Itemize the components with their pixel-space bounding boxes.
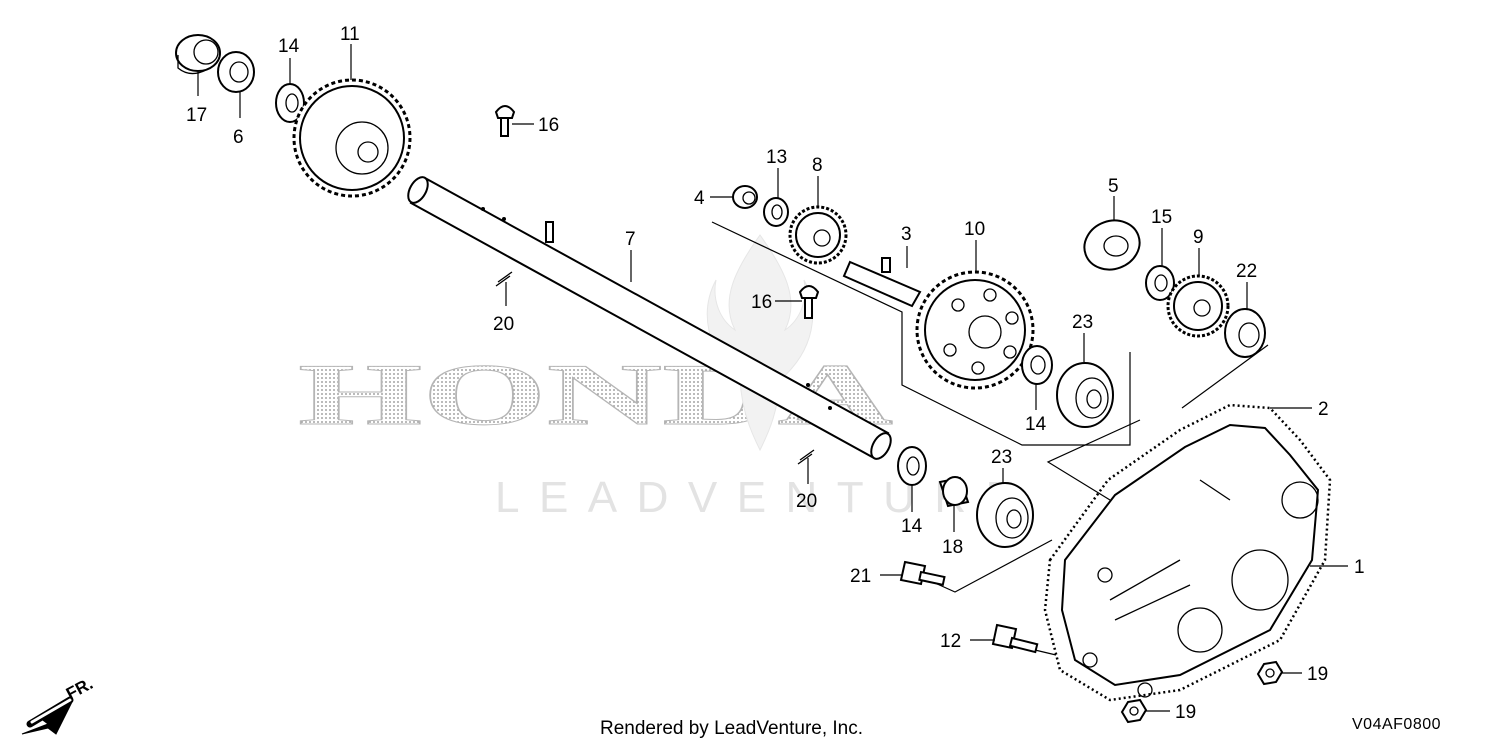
part-16-pin-top[interactable] [494,105,516,137]
part-10-gear[interactable] [915,270,1035,390]
callout-16: 16 [538,115,559,136]
part-21-bolt[interactable] [899,560,946,587]
part-5-seal[interactable] [1077,213,1146,277]
callout-22: 22 [1236,261,1257,282]
callout-17: 17 [186,105,207,126]
callout-1: 1 [1354,557,1365,578]
part-14-washer-middle[interactable] [1021,345,1053,385]
callout-6: 6 [233,127,244,148]
part-23-bearing-lower[interactable] [976,482,1034,548]
part-8-small-gear[interactable] [788,205,848,265]
callout-23: 23 [1072,312,1093,333]
part-12-stud[interactable] [991,623,1039,654]
callout-15: 15 [1151,207,1172,228]
assembly-leader-lines [934,344,1269,656]
callout-23: 23 [991,447,1012,468]
callout-leaders [197,44,1348,712]
callout-16: 16 [751,292,772,313]
callout-14: 14 [901,516,923,537]
part-11-gear[interactable] [292,78,412,198]
callout-19: 19 [1307,664,1328,685]
callout-19: 19 [1175,702,1196,723]
callout-2: 2 [1318,399,1329,420]
callout-18: 18 [942,537,963,558]
rendered-by-footer: Rendered by LeadVenture, Inc. [600,718,864,739]
watermark-sub: LEADVENTURE [495,473,1015,522]
part-22-bearing[interactable] [1224,308,1266,358]
part-19-nut-bottom[interactable] [1120,698,1148,724]
front-direction-arrow-icon: FR. [21,674,96,735]
callout-12: 12 [940,631,961,652]
part-20-clip-left[interactable] [495,271,513,287]
callout-21: 21 [850,566,871,587]
callout-7: 7 [625,229,636,250]
callout-4: 4 [694,188,705,209]
subassembly-bracket [711,221,1131,446]
part-4-nut[interactable] [732,185,758,209]
part-23-bearing-upper[interactable] [1056,362,1114,428]
callout-3: 3 [901,224,912,245]
watermark-flame-icon [706,234,814,452]
part-16-pin-middle[interactable] [798,285,820,319]
part-18-collar[interactable] [938,476,970,508]
callout-8: 8 [812,155,823,176]
diagram-code: V04AF0800 [1352,716,1442,733]
part-14-washer-lower[interactable] [897,446,927,486]
part-17-cap[interactable] [175,34,221,75]
callouts: 17 6 14 11 16 7 20 4 13 8 3 16 10 5 15 9… [186,24,1365,723]
part-7-shaft[interactable] [404,174,895,462]
part-15-washer[interactable] [1145,265,1175,301]
callout-5: 5 [1108,176,1119,197]
callout-10: 10 [964,219,985,240]
part-1-gear-case[interactable] [1043,403,1332,702]
callout-14: 14 [278,36,300,57]
part-19-nut-right[interactable] [1256,660,1284,686]
callout-14: 14 [1025,414,1047,435]
callout-20: 20 [493,314,514,335]
callout-13: 13 [766,147,787,168]
part-6-collar[interactable] [217,51,255,93]
part-13-washer[interactable] [763,197,789,227]
callout-9: 9 [1193,227,1204,248]
part-9-small-gear[interactable] [1166,274,1230,338]
part-3-short-shaft[interactable] [842,257,922,308]
part-20-clip-right[interactable] [797,449,815,465]
callout-11: 11 [340,24,360,45]
callout-20: 20 [796,491,817,512]
